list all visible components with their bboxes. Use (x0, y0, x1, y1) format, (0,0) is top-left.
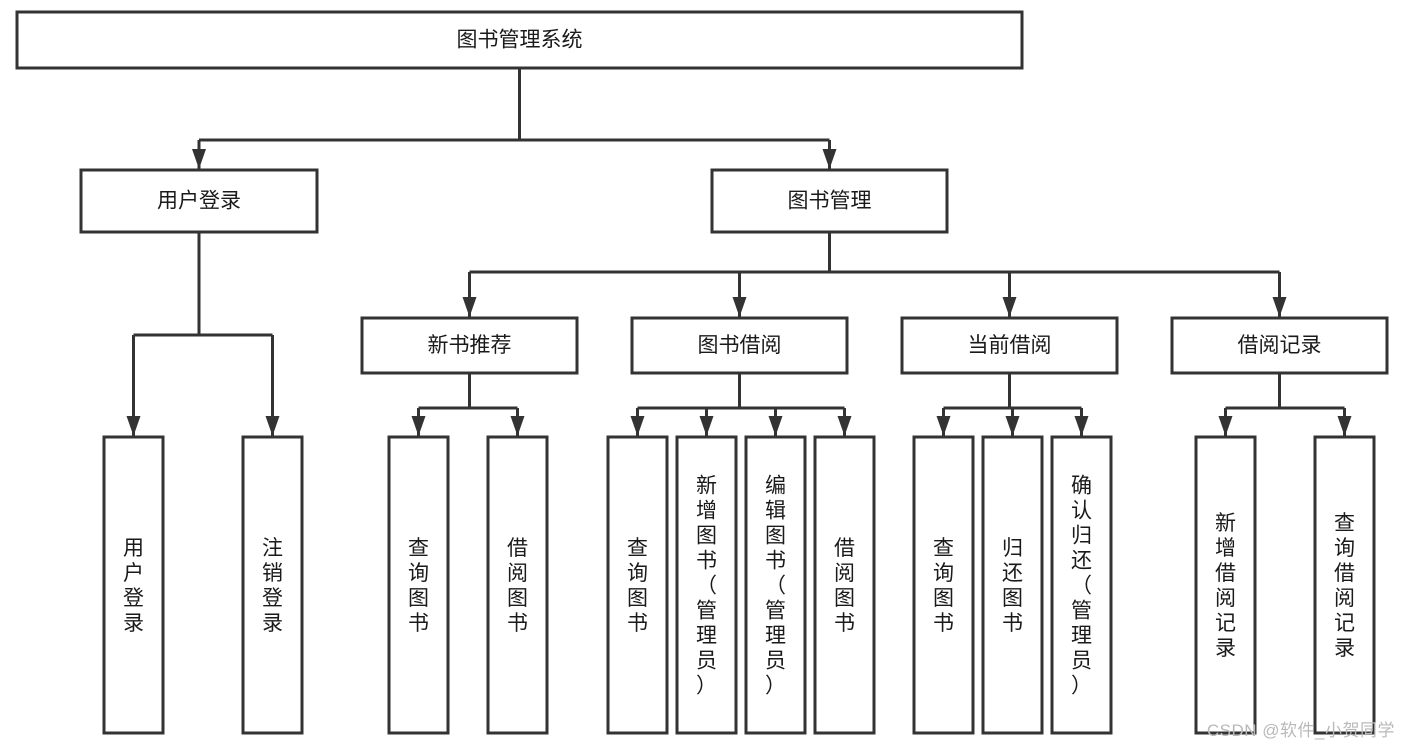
node-current-borrow[interactable]: 当前借阅 (900, 316, 1119, 375)
node-leaf-query-book-borrow-box (606, 435, 669, 735)
node-borrow-record-label: 借阅记录 (1238, 334, 1322, 357)
node-book-borrow-label: 图书借阅 (698, 334, 782, 357)
node-current-borrow-label: 当前借阅 (968, 334, 1052, 357)
arrow-head-icon (732, 297, 747, 317)
node-root-label: 图书管理系统 (457, 29, 583, 52)
node-leaf-return-book-label: 归还图书 (1002, 537, 1023, 635)
arrow-head-icon (936, 416, 951, 436)
arrow-head-icon (510, 416, 525, 436)
node-leaf-query-book-rec-box (387, 435, 450, 735)
node-leaf-add-book-admin-box (675, 435, 738, 735)
node-user-login-label: 用户登录 (157, 190, 241, 213)
node-leaf-borrow-book[interactable]: 借阅图书 (813, 435, 876, 735)
node-leaf-query-borrow-record-box (1313, 435, 1376, 735)
node-book-management-label: 图书管理 (788, 190, 872, 213)
node-leaf-add-book-admin[interactable]: 新增图书（管理员） (675, 435, 738, 735)
node-leaf-borrow-book-rec-box (486, 435, 549, 735)
node-leaf-query-book-current-label: 查询图书 (933, 537, 954, 635)
node-leaf-query-book-rec-label: 查询图书 (408, 537, 429, 635)
arrow-head-icon (1272, 297, 1287, 317)
arrow-head-icon (411, 416, 426, 436)
node-leaf-edit-book-admin-box (744, 435, 807, 735)
arrow-head-icon (837, 416, 852, 436)
node-leaf-return-book-box (981, 435, 1044, 735)
node-leaf-add-book-admin-label: 新增图书（管理员） (696, 475, 717, 698)
node-leaf-add-borrow-record[interactable]: 新增借阅记录 (1194, 435, 1257, 735)
node-leaf-edit-book-admin[interactable]: 编辑图书（管理员） (744, 435, 807, 735)
arrow-head-icon (822, 149, 837, 169)
arrow-head-icon (1074, 416, 1089, 436)
node-borrow-record[interactable]: 借阅记录 (1170, 316, 1389, 375)
node-leaf-user-login-box (102, 435, 165, 735)
arrow-head-icon (1002, 297, 1017, 317)
node-book-borrow[interactable]: 图书借阅 (630, 316, 849, 375)
node-leaf-query-book-borrow[interactable]: 查询图书 (606, 435, 669, 735)
node-layer: 图书管理系统用户登录图书管理新书推荐图书借阅当前借阅借阅记录用户登录注销登录查询… (15, 10, 1389, 735)
node-leaf-query-borrow-record-label: 查询借阅记录 (1334, 512, 1355, 660)
connector-layer (126, 68, 1352, 436)
node-new-book-recommend-box (360, 316, 579, 375)
node-leaf-return-book[interactable]: 归还图书 (981, 435, 1044, 735)
node-leaf-confirm-return-admin-box (1050, 435, 1113, 735)
watermark-text: CSDN @软件_小贺同学 (1206, 721, 1395, 740)
node-leaf-borrow-book-rec[interactable]: 借阅图书 (486, 435, 549, 735)
node-leaf-borrow-book-box (813, 435, 876, 735)
node-leaf-add-borrow-record-box (1194, 435, 1257, 735)
node-leaf-query-borrow-record[interactable]: 查询借阅记录 (1313, 435, 1376, 735)
node-user-login-box (79, 168, 319, 234)
node-user-login[interactable]: 用户登录 (79, 168, 319, 234)
node-leaf-query-book-current-box (912, 435, 975, 735)
arrow-head-icon (265, 416, 280, 436)
arrow-head-icon (1218, 416, 1233, 436)
node-book-borrow-box (630, 316, 849, 375)
arrow-head-icon (699, 416, 714, 436)
node-leaf-edit-book-admin-label: 编辑图书（管理员） (765, 475, 786, 698)
node-root-box (15, 10, 1024, 70)
node-new-book-recommend-label: 新书推荐 (428, 334, 512, 357)
node-current-borrow-box (900, 316, 1119, 375)
node-leaf-query-book-rec[interactable]: 查询图书 (387, 435, 450, 735)
node-leaf-user-login[interactable]: 用户登录 (102, 435, 165, 735)
node-leaf-logout-label: 注销登录 (262, 537, 283, 635)
node-leaf-confirm-return-admin[interactable]: 确认归还（管理员） (1050, 435, 1113, 735)
arrow-head-icon (1337, 416, 1352, 436)
arrow-head-icon (126, 416, 141, 436)
arrow-head-icon (630, 416, 645, 436)
node-leaf-query-book-current[interactable]: 查询图书 (912, 435, 975, 735)
node-root[interactable]: 图书管理系统 (15, 10, 1024, 70)
node-leaf-logout-box (241, 435, 304, 735)
node-leaf-borrow-book-label: 借阅图书 (834, 537, 855, 635)
node-leaf-user-login-label: 用户登录 (123, 537, 144, 635)
node-leaf-add-borrow-record-label: 新增借阅记录 (1215, 512, 1236, 660)
node-book-management-box (710, 168, 949, 234)
node-leaf-logout[interactable]: 注销登录 (241, 435, 304, 735)
node-leaf-confirm-return-admin-label: 确认归还（管理员） (1071, 475, 1092, 698)
node-book-management[interactable]: 图书管理 (710, 168, 949, 234)
node-new-book-recommend[interactable]: 新书推荐 (360, 316, 579, 375)
arrow-head-icon (1005, 416, 1020, 436)
node-leaf-query-book-borrow-label: 查询图书 (627, 537, 648, 635)
arrow-head-icon (768, 416, 783, 436)
node-leaf-borrow-book-rec-label: 借阅图书 (507, 537, 528, 635)
arrow-head-icon (192, 149, 206, 169)
node-borrow-record-box (1170, 316, 1389, 375)
arrow-head-icon (462, 297, 477, 317)
